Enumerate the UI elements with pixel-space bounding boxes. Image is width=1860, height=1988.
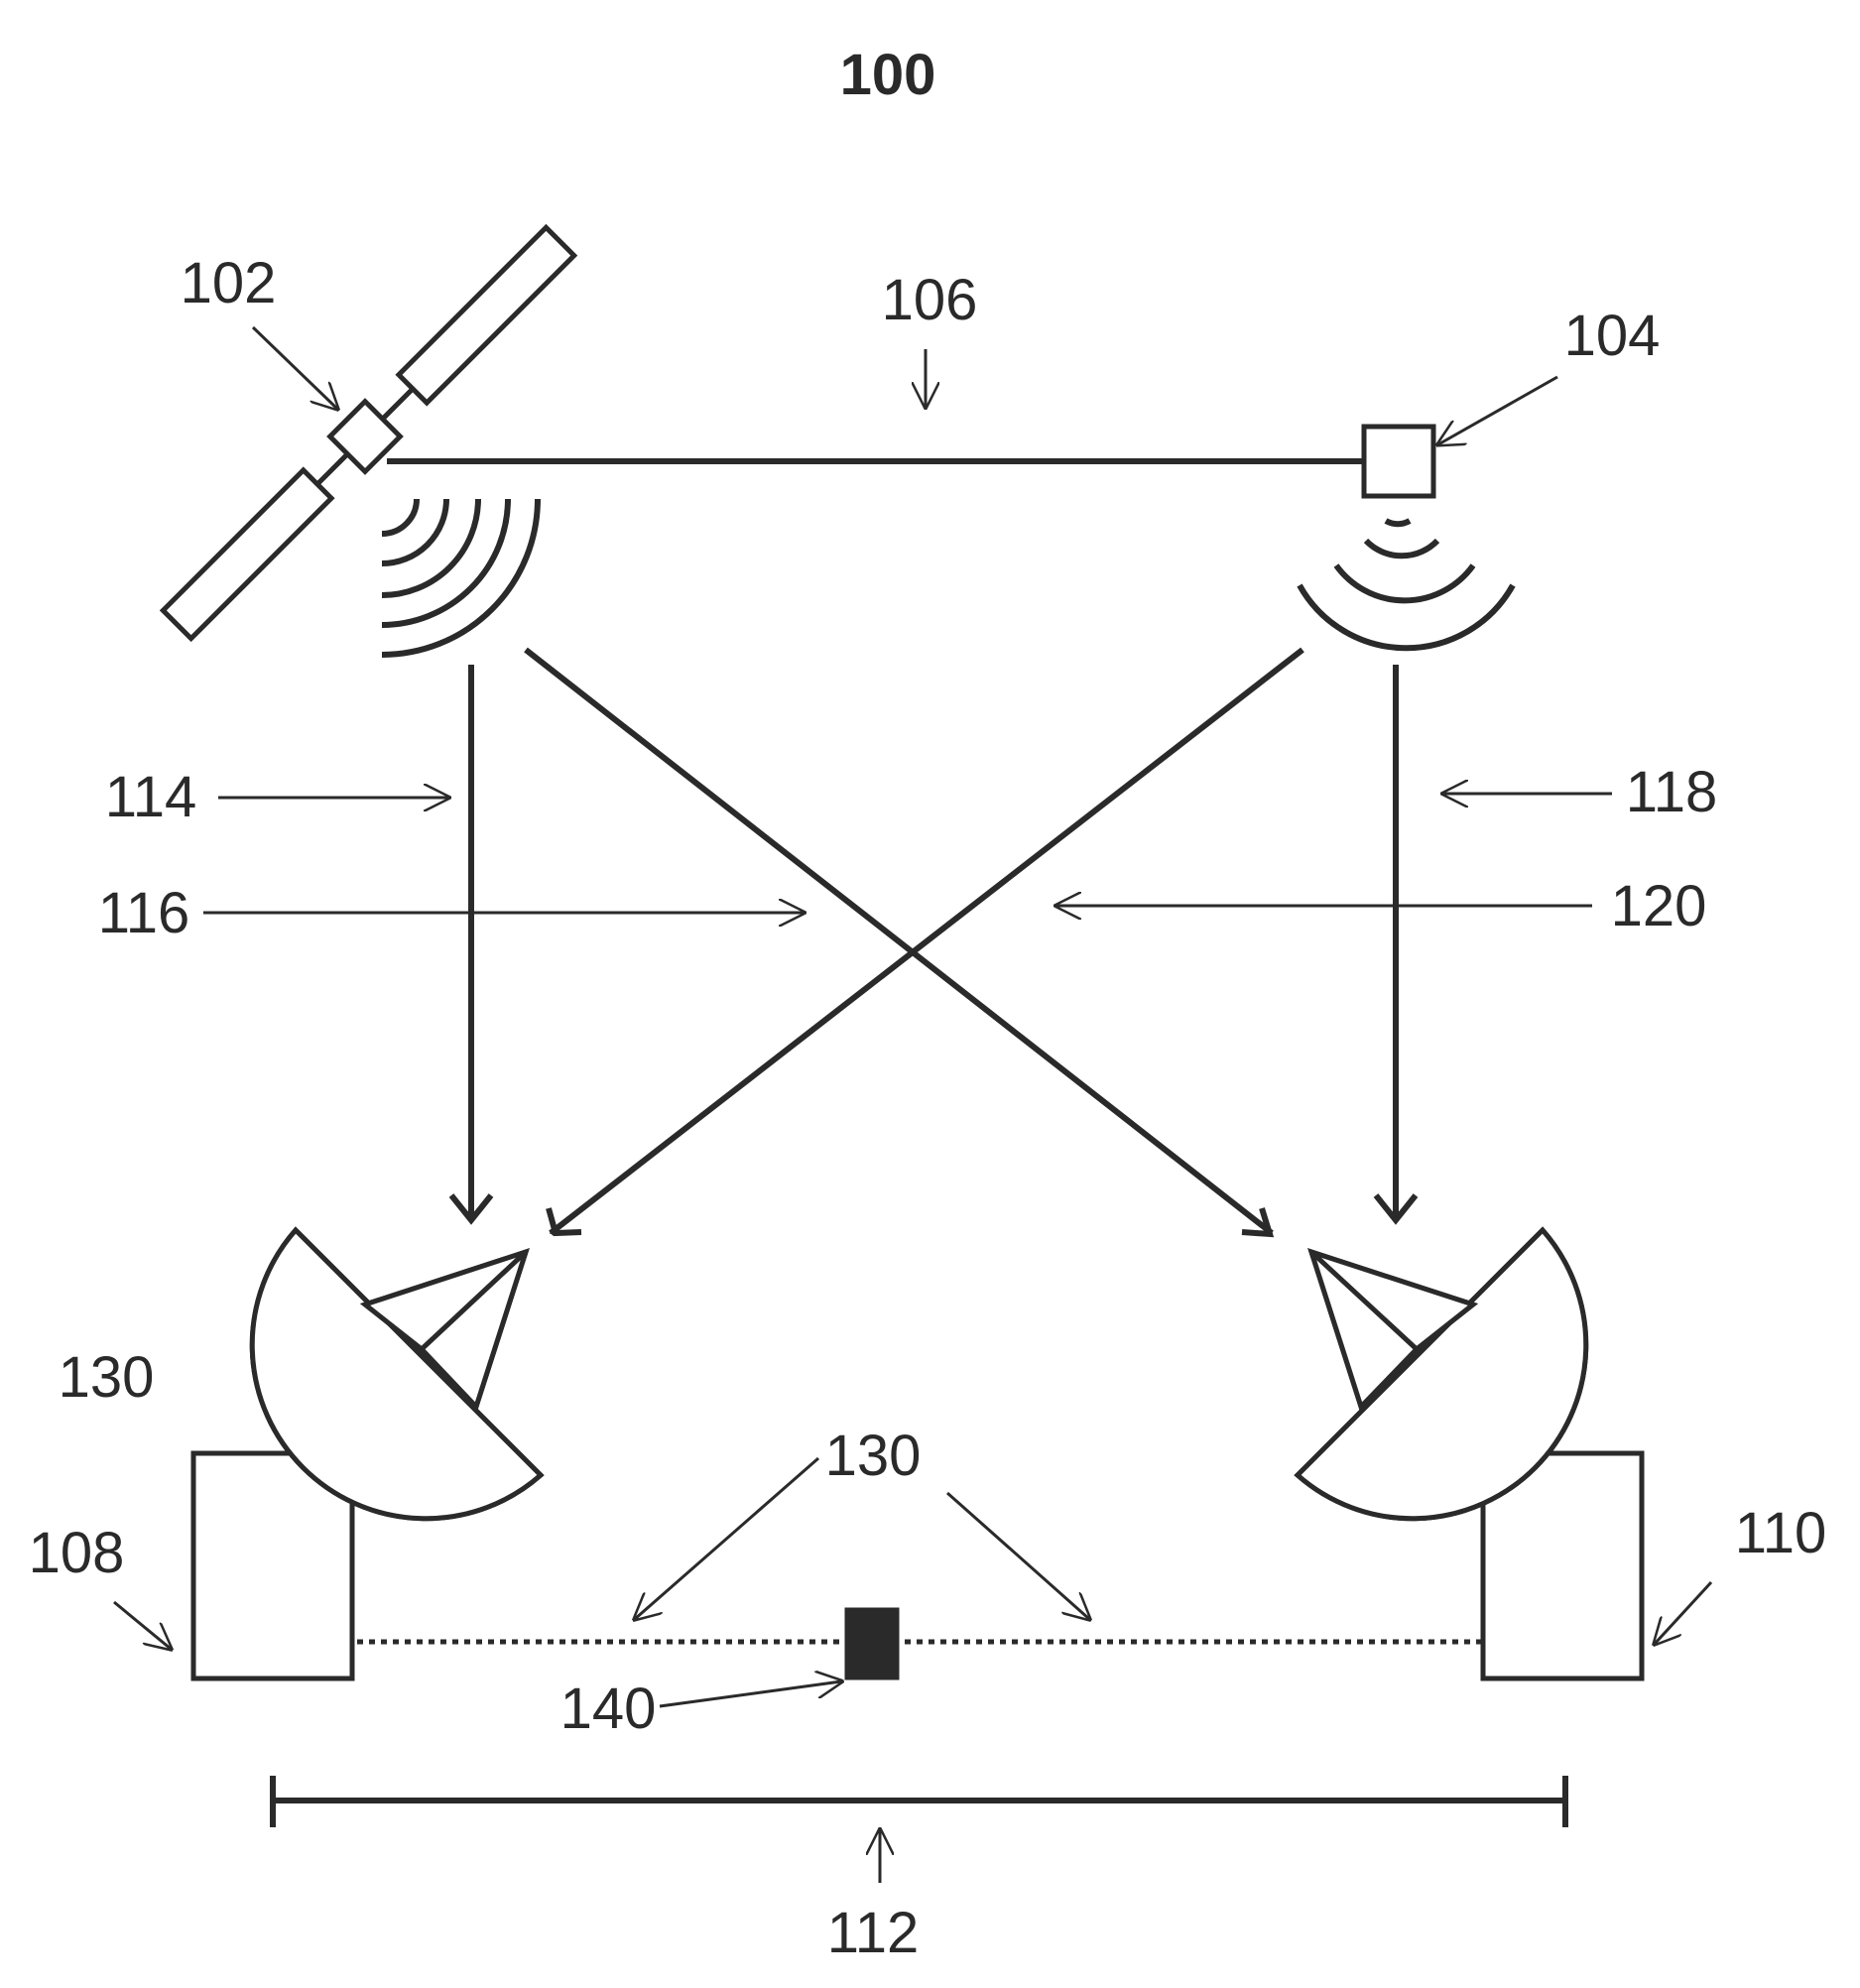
device-block: [846, 1609, 898, 1678]
hap-node: [1364, 427, 1433, 496]
label-108: 108: [29, 1521, 125, 1585]
signal-paths: [471, 650, 1396, 1233]
label-104: 104: [1564, 304, 1661, 368]
signal-116: [526, 650, 1272, 1233]
leader-130-left: [635, 1458, 818, 1619]
baseline: [273, 1776, 1565, 1827]
leader-140: [660, 1681, 841, 1706]
label-106: 106: [882, 268, 978, 332]
leader-130-right: [947, 1493, 1089, 1619]
satellite-wave-icon: [382, 499, 538, 655]
label-114: 114: [105, 765, 196, 829]
label-118: 118: [1626, 760, 1717, 824]
panel-strut-left: [317, 454, 347, 484]
solar-panel-right: [399, 227, 574, 403]
label-112: 112: [827, 1901, 919, 1965]
solar-panel-left: [163, 470, 331, 639]
label-102: 102: [181, 251, 277, 315]
leader-102: [253, 327, 337, 409]
leader-108: [114, 1602, 171, 1649]
label-120: 120: [1611, 874, 1707, 938]
figure-title: 100: [840, 43, 936, 107]
label-140: 140: [560, 1677, 657, 1741]
leader-110: [1655, 1582, 1711, 1644]
label-130-antenna: 130: [59, 1345, 155, 1410]
leader-104: [1438, 377, 1557, 444]
hap-wave-icon: [1300, 521, 1513, 648]
label-116: 116: [98, 881, 189, 945]
panel-strut-right: [383, 389, 413, 419]
label-130-cable: 130: [825, 1424, 922, 1488]
label-110: 110: [1735, 1501, 1826, 1565]
signal-120: [551, 650, 1302, 1233]
